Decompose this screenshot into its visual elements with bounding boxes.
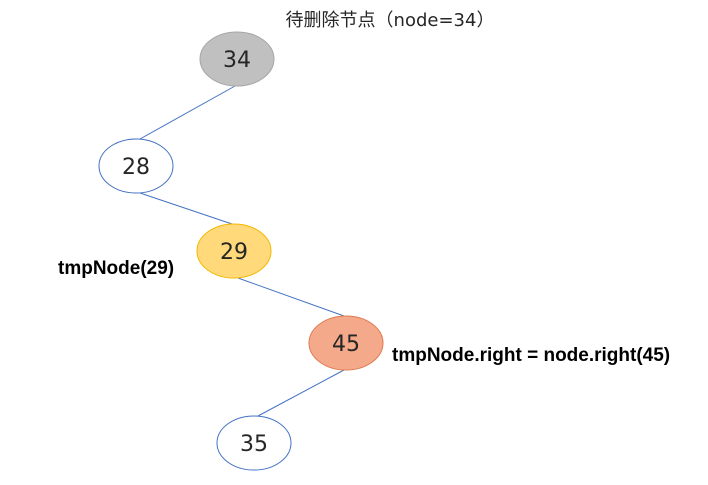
node-layer: 34 28 29 45 35: [98, 31, 384, 471]
tree-node-35: 35: [216, 415, 292, 471]
tree-node-29: 29: [196, 223, 272, 279]
edge-n34-n28: [139, 85, 236, 140]
node-label: 45: [332, 332, 360, 357]
node-label: 29: [220, 240, 248, 265]
tree-node-28: 28: [98, 138, 174, 194]
tree-node-34: 34: [199, 31, 275, 87]
node-ellipse: [216, 415, 292, 471]
node-ellipse: [199, 31, 275, 87]
edge-layer: [139, 85, 345, 417]
node-ellipse: [196, 223, 272, 279]
node-ellipse: [308, 315, 384, 371]
right-assign-annotation: tmpNode.right = node.right(45): [392, 345, 671, 366]
node-label: 35: [240, 432, 268, 457]
tmp-node-annotation: tmpNode(29): [58, 258, 175, 279]
node-ellipse: [98, 138, 174, 194]
edge-n29-n45: [237, 277, 345, 317]
node-label: 34: [223, 48, 251, 73]
diagram-title: 待删除节点（node=34）: [285, 10, 495, 31]
node-label: 28: [122, 155, 150, 180]
edge-n28-n29: [139, 192, 233, 225]
tree-node-45: 45: [308, 315, 384, 371]
edge-n45-n35: [257, 369, 345, 417]
